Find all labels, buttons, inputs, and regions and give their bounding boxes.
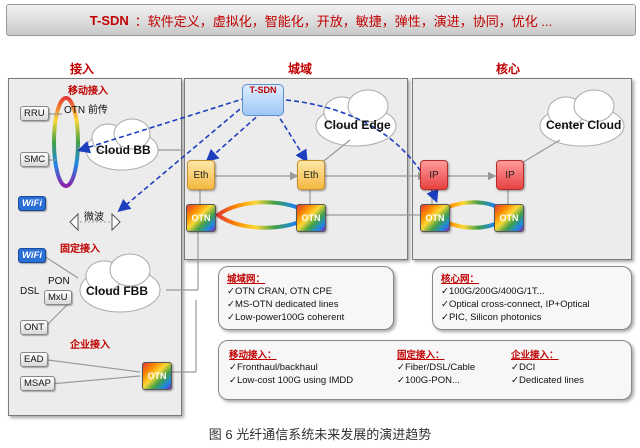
section-access-label: 接入 <box>70 62 95 76</box>
mobile-info-header: 移动接入： <box>229 350 277 361</box>
ont-device: ONT <box>20 320 49 335</box>
figure-caption: 图 6 光纤通信系统未来发展的演进趋势 <box>208 427 432 442</box>
tsdn-controller-label: T-SDN <box>249 85 277 95</box>
fixed-info-line: ✓100G-PON... <box>397 375 460 386</box>
core-ip-node-2: IP <box>496 160 524 190</box>
enterprise-access-label: 企业接入 <box>70 340 110 351</box>
title-bar: T-SDN ：软件定义，虚拟化，智能化，开放，敏捷，弹性，演进，协同，优化 ..… <box>6 4 636 36</box>
center-cloud-label: Center Cloud <box>546 118 622 132</box>
otn-fronthaul-label: OTN 前传 <box>64 105 108 116</box>
mxu-device: MxU <box>44 290 72 305</box>
metro-info-header: 城域网： <box>227 274 266 285</box>
section-metro-label: 城域 <box>288 62 313 76</box>
cloud-fbb-shape <box>79 253 161 313</box>
enterprise-info-line: ✓DCI <box>511 362 536 373</box>
core-info-header: 核心网： <box>441 274 480 285</box>
microwave-antennas <box>69 212 121 232</box>
metro-eth-node-2: Eth <box>297 160 325 190</box>
rru-device: RRU <box>20 106 49 121</box>
center-cloud-shape <box>539 89 625 147</box>
section-core-label: 核心 <box>496 62 521 76</box>
wifi-icon-fixed: WiFi <box>18 248 46 263</box>
cloud-bb-label: Cloud BB <box>96 143 151 157</box>
metro-info-box: 城域网： ✓OTN CRAN, OTN CPE ✓MS-OTN dedicate… <box>218 266 394 330</box>
cloud-bb-shape <box>85 118 159 171</box>
access-otn-node: OTN <box>142 362 172 390</box>
metro-otn-node-2: OTN <box>296 204 326 232</box>
core-info-line: ✓100G/200G/400G/1T... <box>441 286 545 297</box>
dsl-label: DSL <box>20 286 40 297</box>
enterprise-info-line: ✓Dedicated lines <box>511 375 584 386</box>
microwave-label: 微波 <box>84 212 104 223</box>
metro-otn-node-1: OTN <box>186 204 216 232</box>
fixed-access-label: 固定接入 <box>60 244 100 255</box>
fixed-info-header: 固定接入： <box>397 350 445 361</box>
access-info-box: 移动接入： ✓Fronthaul/backhaul ✓Low-cost 100G… <box>218 340 632 400</box>
pon-label: PON <box>48 276 70 287</box>
cloud-fbb-label: Cloud FBB <box>86 284 148 298</box>
smc-device: SMC <box>20 152 50 167</box>
core-ip-node-1: IP <box>420 160 448 190</box>
enterprise-info: 企业接入： ✓DCI ✓Dedicated lines <box>511 347 584 387</box>
title-tsdn: T-SDN <box>89 12 129 28</box>
core-info-line: ✓Optical cross-connect, IP+Optical <box>441 299 590 310</box>
ead-device: EAD <box>20 352 48 367</box>
title-features: ：软件定义，虚拟化，智能化，开放，敏捷，弹性，演进，协同，优化 ... <box>134 13 553 29</box>
mobile-info: 移动接入： ✓Fronthaul/backhaul ✓Low-cost 100G… <box>229 347 353 387</box>
cloud-edge-label: Cloud Edge <box>324 118 391 132</box>
enterprise-info-header: 企业接入： <box>511 350 559 361</box>
core-otn-node-1: OTN <box>420 204 450 232</box>
core-info-box: 核心网： ✓100G/200G/400G/1T... ✓Optical cros… <box>432 266 632 330</box>
fixed-info: 固定接入： ✓Fiber/DSL/Cable ✓100G-PON... <box>397 347 475 387</box>
metro-eth-node-1: Eth <box>187 160 215 190</box>
mobile-info-line: ✓Low-cost 100G using IMDD <box>229 375 354 386</box>
fixed-info-line: ✓Fiber/DSL/Cable <box>397 362 476 373</box>
mobile-info-line: ✓Fronthaul/backhaul <box>229 362 318 373</box>
core-info-line: ✓PIC, Silicon photonics <box>441 312 542 323</box>
tsdn-controller: T-SDN <box>242 84 284 116</box>
metro-info-line: ✓MS-OTN dedicated lines <box>227 299 339 310</box>
mobile-access-label: 移动接入 <box>68 86 108 97</box>
core-otn-node-2: OTN <box>494 204 524 232</box>
wifi-icon: WiFi <box>18 196 46 211</box>
metro-info-line: ✓Low-power100G coherent <box>227 312 345 323</box>
metro-info-line: ✓OTN CRAN, OTN CPE <box>227 286 333 297</box>
msap-device: MSAP <box>20 376 55 391</box>
